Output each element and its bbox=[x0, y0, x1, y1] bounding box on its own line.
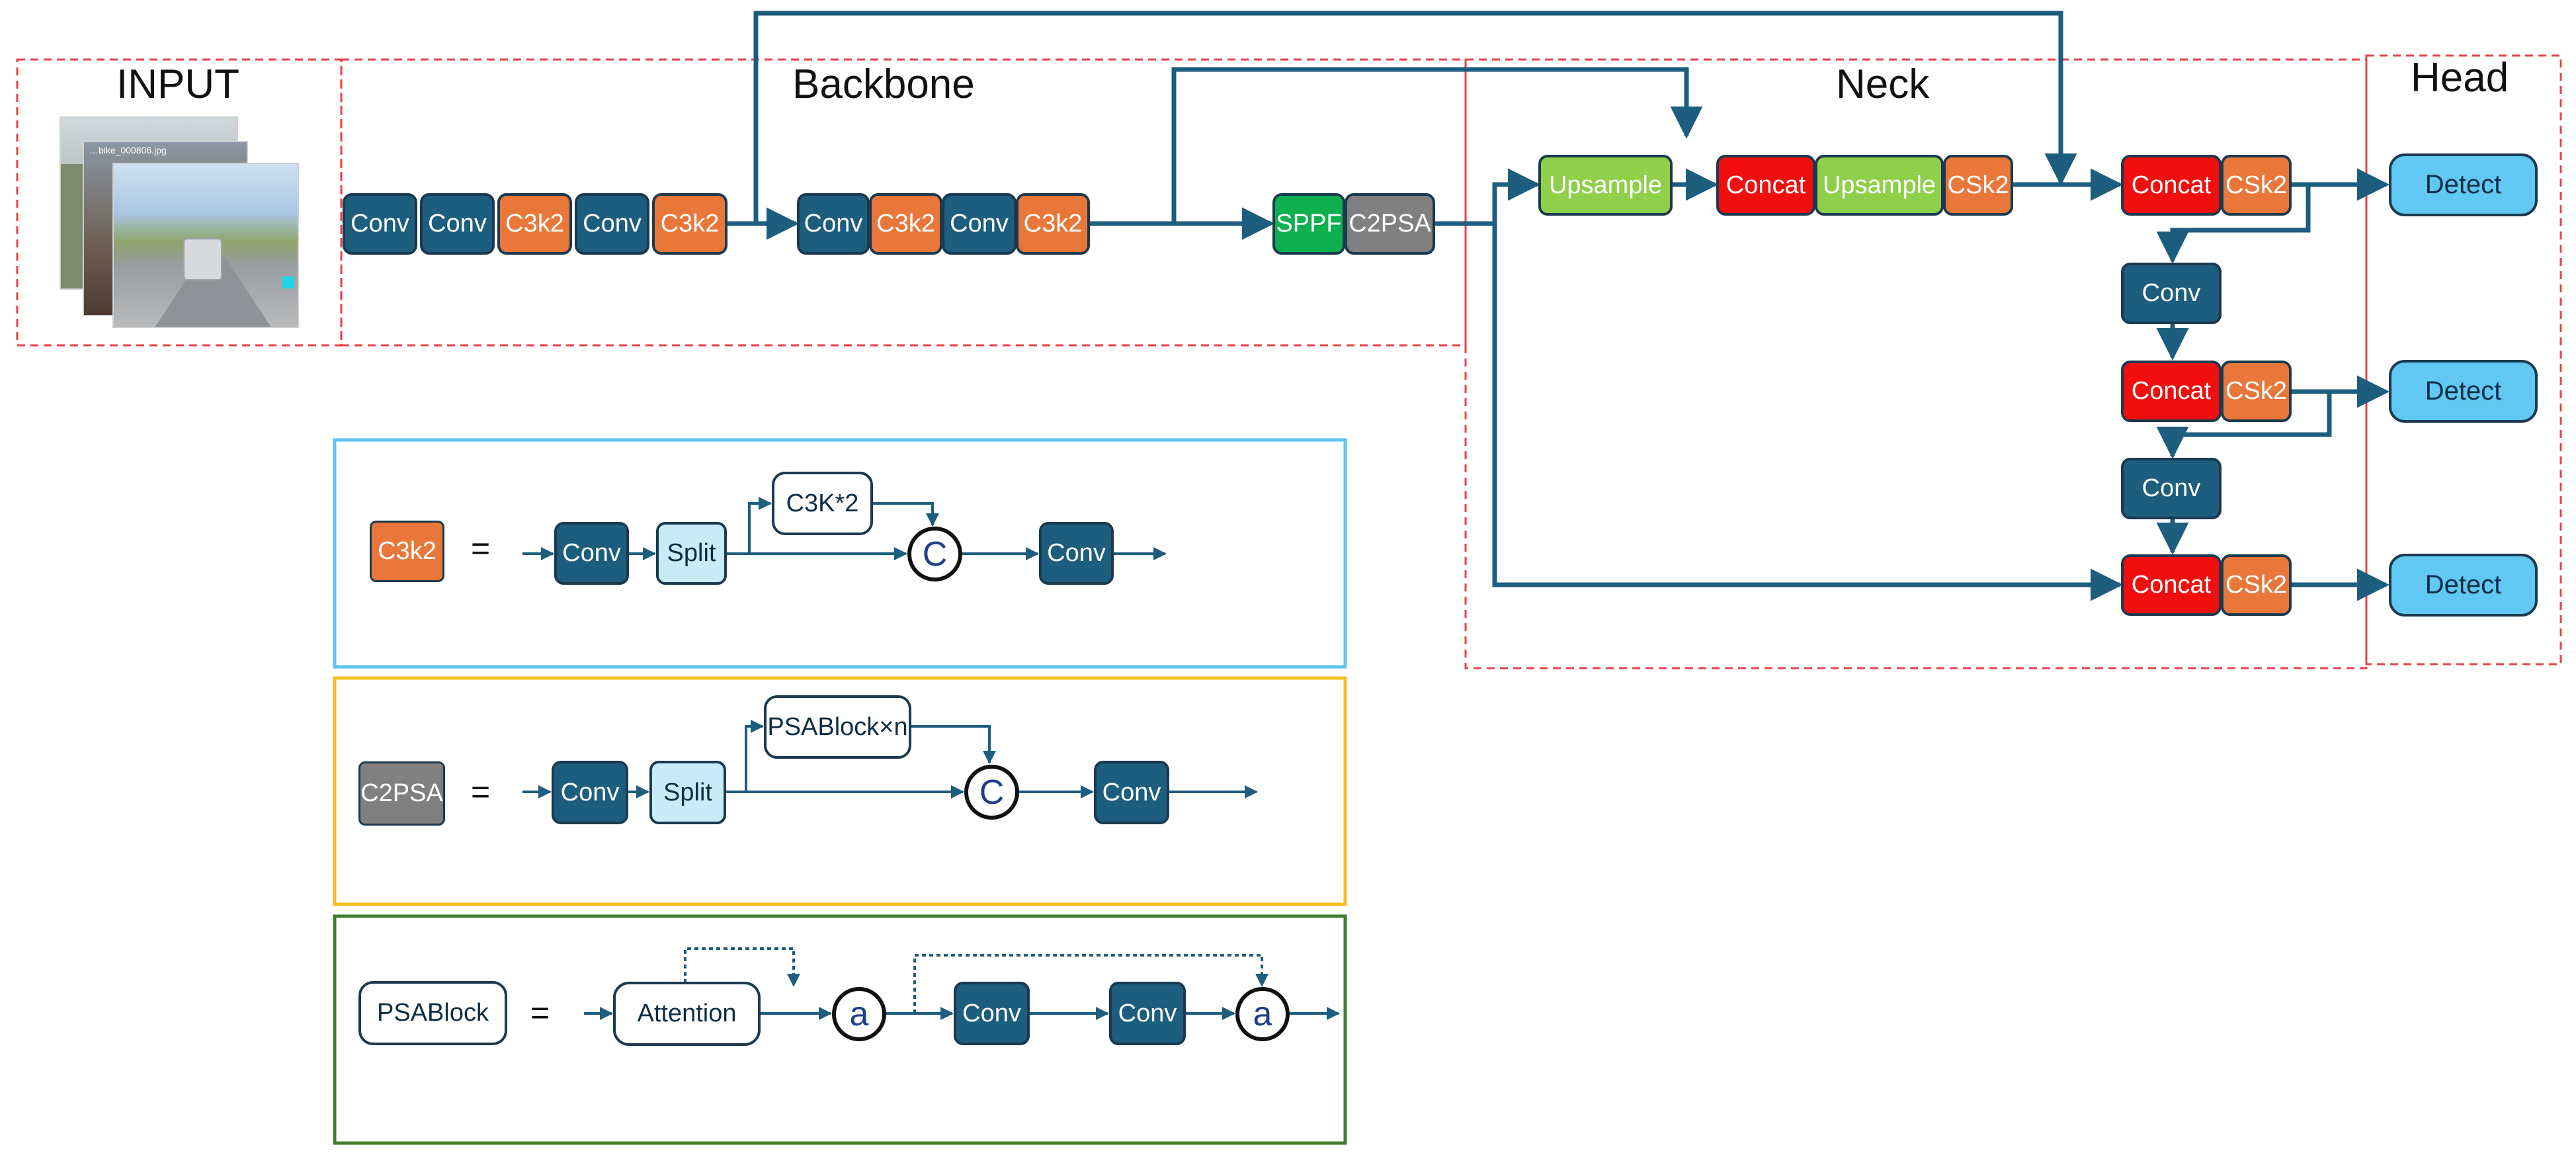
head-detect-1: Detect bbox=[2389, 153, 2538, 216]
head-section-border bbox=[2365, 54, 2562, 665]
head-detect-3: Detect bbox=[2389, 554, 2538, 617]
neck-conv-2: Conv bbox=[2121, 458, 2222, 519]
neck-concat-2: Concat bbox=[2121, 155, 2222, 216]
legend-c2psa-concat-node: C bbox=[964, 765, 1019, 820]
input-thumb-label: …bike_000806.jpg bbox=[89, 145, 167, 155]
legend-psablock-attention: Attention bbox=[613, 982, 761, 1046]
head-detect-2: Detect bbox=[2389, 360, 2538, 423]
legend-c3k2-conv-out: Conv bbox=[1039, 522, 1114, 585]
legend-c2psa-equals: = bbox=[471, 773, 491, 810]
arrow-skip-to-csk2-1 bbox=[753, 11, 2077, 224]
input-thumb-marker bbox=[282, 277, 294, 288]
backbone-conv-3: Conv bbox=[575, 193, 649, 255]
legend-c3k2-equals: = bbox=[471, 530, 491, 567]
backbone-title: Backbone bbox=[792, 62, 975, 107]
legend-c2psa-symbol: C2PSA bbox=[358, 761, 445, 826]
input-thumb-front bbox=[112, 163, 299, 328]
neck-concat-1: Concat bbox=[1716, 155, 1815, 216]
backbone-section-border bbox=[340, 58, 1467, 347]
legend-c2psa-conv-in: Conv bbox=[552, 761, 628, 824]
legend-c3k2-symbol: C3k2 bbox=[370, 521, 444, 582]
legend-c2psa-border bbox=[333, 676, 1347, 906]
legend-psablock-conv-1: Conv bbox=[954, 982, 1030, 1045]
legend-psablock-conv-2: Conv bbox=[1109, 982, 1186, 1045]
arrow-c2psa-to-upsample bbox=[1435, 168, 1540, 226]
legend-c2psa-conv-out: Conv bbox=[1094, 761, 1169, 824]
legend-psablock-border bbox=[333, 914, 1347, 1145]
neck-concat-3: Concat bbox=[2121, 361, 2222, 422]
arrow-csk2-2-to-conv1 bbox=[2156, 182, 2311, 264]
backbone-c2psa: C2PSA bbox=[1345, 193, 1435, 255]
legend-c3k2-conv-in: Conv bbox=[554, 522, 629, 585]
backbone-conv-1: Conv bbox=[343, 193, 417, 255]
pipeline-arrows bbox=[727, 11, 2389, 601]
legend-psablock-symbol: PSABlock bbox=[358, 981, 507, 1045]
neck-csk2-2: CSk2 bbox=[2221, 155, 2292, 216]
legend-psablock-add-2: a bbox=[1235, 987, 1290, 1041]
input-title: INPUT bbox=[116, 62, 239, 107]
legend-c3k2-border bbox=[333, 438, 1347, 669]
legend-psablock-add-1: a bbox=[832, 987, 886, 1041]
legend-c3k2-concat-node: C bbox=[907, 527, 962, 581]
legend-arrows bbox=[522, 497, 1340, 1020]
neck-upsample-2: Upsample bbox=[1815, 155, 1944, 216]
backbone-c3k2-1: C3k2 bbox=[497, 193, 572, 255]
neck-conv-1: Conv bbox=[2121, 263, 2222, 324]
neck-upsample-1: Upsample bbox=[1538, 155, 1673, 216]
neck-csk2-4: CSk2 bbox=[2221, 554, 2292, 616]
arrow-c2psa-down-to-concat4 bbox=[1492, 224, 2123, 601]
neck-concat-4: Concat bbox=[2121, 554, 2222, 616]
backbone-c3k2-2: C3k2 bbox=[652, 193, 727, 255]
neck-title: Neck bbox=[1836, 62, 1930, 107]
arrow-skip-to-upsample bbox=[1171, 67, 1703, 224]
input-thumb-car bbox=[183, 238, 222, 280]
backbone-conv-2: Conv bbox=[420, 193, 495, 255]
legend-psablock-equals: = bbox=[530, 994, 550, 1031]
legend-c3k2-split: Split bbox=[656, 522, 727, 585]
section-borders bbox=[16, 54, 2562, 669]
legend-c3k2-inner: C3K*2 bbox=[772, 472, 873, 535]
backbone-c3k2-4: C3k2 bbox=[1016, 193, 1090, 255]
neck-csk2-3: CSk2 bbox=[2221, 361, 2292, 422]
backbone-conv-4: Conv bbox=[797, 193, 870, 255]
neck-csk2-1: CSk2 bbox=[1943, 155, 2013, 216]
backbone-sppf: SPPF bbox=[1272, 193, 1345, 255]
backbone-c3k2-3: C3k2 bbox=[869, 193, 942, 255]
head-title: Head bbox=[2411, 55, 2509, 101]
arrow-csk2-3-to-conv2 bbox=[2156, 389, 2332, 459]
backbone-conv-5: Conv bbox=[942, 193, 1017, 255]
legend-c2psa-split: Split bbox=[649, 761, 726, 824]
legend-c2psa-inner: PSABlock×n bbox=[764, 695, 911, 759]
